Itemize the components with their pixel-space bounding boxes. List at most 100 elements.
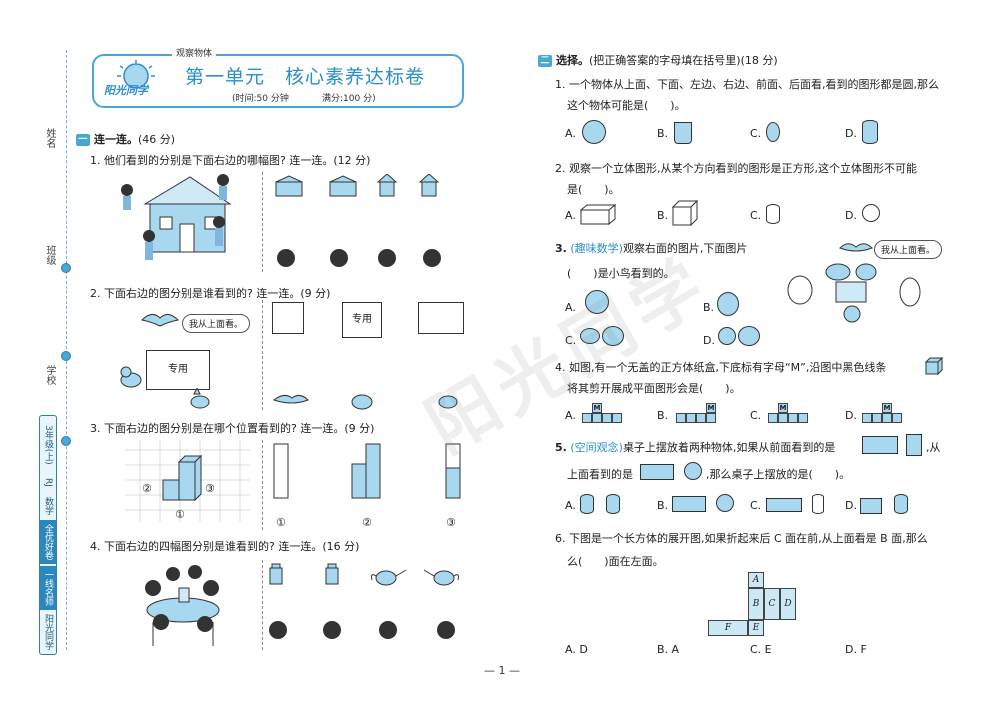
s2q1-option-c[interactable]: C. (750, 127, 762, 140)
s2q1-option-d[interactable]: D. (845, 127, 857, 140)
net-cell (892, 413, 902, 423)
net-cell (696, 413, 706, 423)
net-cell (872, 413, 882, 423)
sphere-icon (716, 494, 734, 512)
small-cube-icon (860, 498, 882, 514)
net-face-c: C (764, 588, 780, 620)
s2q4-option-c[interactable]: C. (750, 409, 762, 422)
s2-question-1-line1: 1. 一个物体从上面、下面、左边、右边、前面、后面看,看到的图形都是圆,那么 (555, 78, 939, 91)
s2q3-option-c[interactable]: C. (565, 334, 577, 347)
section1-title: 连一连。 (94, 133, 138, 146)
time-info: (时间:50 分钟 (232, 94, 289, 104)
s2q4-option-d[interactable]: D. (845, 409, 857, 422)
s2q2-option-b[interactable]: B. (657, 209, 669, 222)
net-cell (706, 413, 716, 423)
s2q3-option-d[interactable]: D. (703, 334, 715, 347)
children-heads-row (277, 249, 441, 267)
s2q6-option-c[interactable]: C. E (750, 643, 772, 656)
top-view-rect (640, 464, 674, 480)
s2q3-option-b[interactable]: B. (703, 301, 715, 314)
s2q2-option-d[interactable]: D. (845, 209, 857, 222)
series-label-1: 全优好卷 (40, 520, 56, 564)
front-view-tall-rect (906, 434, 922, 456)
s2q2-option-a[interactable]: A. (565, 209, 576, 222)
sun-logo-icon (117, 60, 155, 89)
egg-icon (766, 122, 780, 142)
divider (262, 300, 263, 410)
s2q4-option-a[interactable]: A. (565, 409, 576, 422)
melon-large-icon (738, 326, 760, 346)
s2q1-option-a[interactable]: A. (565, 127, 576, 140)
net-cell (788, 413, 798, 423)
net-face-e: E (748, 620, 764, 636)
s2q5-option-a[interactable]: A. (565, 499, 576, 512)
s2-question-6-line2: 么( )面在左面。 (567, 555, 664, 568)
s2q3-option-a[interactable]: A. (565, 301, 576, 314)
s2q1-option-b[interactable]: B. (657, 127, 669, 140)
s2q6-option-d[interactable]: D. F (845, 643, 867, 656)
page-number: — 1 — (484, 664, 520, 677)
view-mark-3: ③ (446, 516, 456, 529)
melon-small-icon (580, 328, 600, 344)
animal-options-row (272, 394, 458, 410)
binding-dashed-line (66, 50, 67, 650)
s2-question-4-line2: 将其剪开展成平面图形会是( )。 (567, 382, 741, 395)
fun-math-tag: (趣味数学) (570, 242, 623, 255)
binding-ring (61, 351, 71, 361)
binding-ring (61, 436, 71, 446)
net-cell (612, 413, 622, 423)
melon-side-view-icon (717, 292, 739, 316)
bird-top-view-bubble: 我从上面看。 (874, 240, 943, 259)
cuboid-icon (672, 496, 706, 512)
position-mark-1: ① (175, 508, 185, 521)
divider (262, 172, 263, 272)
title-frame (92, 54, 464, 108)
position-mark-2: ② (142, 482, 152, 495)
net-cell (582, 413, 592, 423)
class-field-label: 班级 (44, 245, 55, 265)
section2-heading: 二选择。(把正确答案的字母填在括号里)(18 分) (538, 52, 778, 68)
series-label-2: 一线名师 (40, 566, 56, 610)
s2q5-option-c[interactable]: C. (750, 499, 762, 512)
cube-stack-image (125, 440, 250, 522)
open-box-icon (925, 357, 943, 375)
house-with-children-image (121, 174, 232, 260)
s2-question-5-line2b: ,那么桌子上摆放的是( )。 (706, 468, 851, 481)
bird-icon (140, 314, 180, 327)
view-square (272, 302, 304, 334)
s2q6-option-b[interactable]: B. A (657, 643, 680, 656)
net-cell-m: M (592, 403, 602, 413)
section1-points: (46 分) (138, 133, 176, 146)
s2-question-3-line2: ( )是小鸟看到的。 (567, 267, 675, 280)
divider (262, 560, 263, 650)
bird-speech-bubble: 我从上面看。 (182, 314, 251, 333)
net-face-d: D (780, 588, 796, 620)
s2-question-6-line1: 6. 下图是一个长方体的展开图,如果折起来后 C 面在前,从上面看是 B 面,那… (555, 532, 928, 545)
grade-label: 3年级(上) (43, 425, 53, 465)
teapot-view-options (269, 563, 459, 586)
net-cell-m: M (706, 403, 716, 413)
net-cell (798, 413, 808, 423)
children-at-table-image (145, 565, 220, 646)
cylinder-outline-icon (812, 494, 824, 514)
special-box: 专用 (146, 350, 210, 390)
unit-tag: 观察物体 (172, 46, 217, 59)
section1-heading: 一连一连。(46 分) (76, 131, 175, 147)
brand-logo-small: 阳光同学 (43, 614, 53, 650)
score-info: 满分:100 分) (322, 94, 376, 104)
net-cell (882, 413, 892, 423)
stack-view-options (273, 443, 461, 499)
view-rectangle (418, 302, 464, 334)
s2q2-option-c[interactable]: C. (750, 209, 762, 222)
school-field-label: 学校 (44, 365, 55, 385)
s2-question-5-line1-end: ,从 (926, 441, 941, 454)
binding-ring (61, 263, 71, 273)
flat-cuboid-icon (766, 498, 802, 512)
s2q5-option-d[interactable]: D. (845, 499, 857, 512)
s2q5-option-b[interactable]: B. (657, 499, 669, 512)
s2q6-option-a[interactable]: A. D (565, 643, 588, 656)
s2q4-option-b[interactable]: B. (657, 409, 669, 422)
s2-question-4-line1: 4. 如图,有一个无盖的正方体纸盒,下底标有字母“M”,沿图中黑色线条 (555, 361, 887, 374)
watermelon-scene-image (787, 263, 921, 323)
